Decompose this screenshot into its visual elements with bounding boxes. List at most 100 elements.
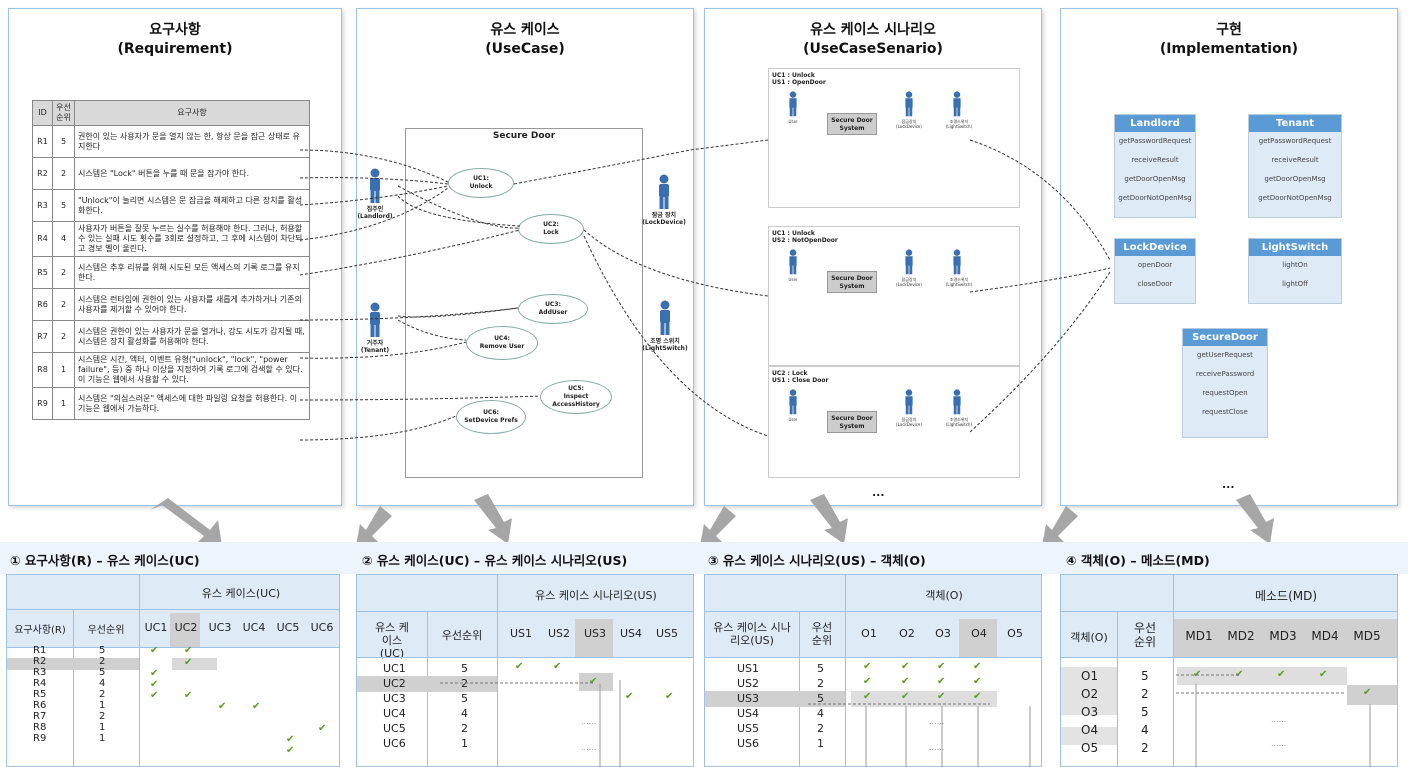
check-mark: ✔ — [1363, 687, 1372, 698]
usecase-uc3: UC3:AddUser — [518, 294, 588, 324]
check-mark: ✔ — [515, 661, 524, 672]
ellipsis: ...... — [1271, 715, 1287, 724]
lightswitch-icon — [951, 91, 963, 119]
check-mark: ✔ — [973, 691, 982, 702]
check-mark: ✔ — [553, 661, 562, 672]
check-mark: ✔ — [863, 691, 872, 702]
system-label: Secure Door — [492, 131, 556, 141]
user-icon — [787, 389, 799, 417]
lightswitch-icon — [951, 389, 963, 417]
user-icon — [787, 249, 799, 277]
usecase-uc4: UC4:Remove User — [466, 326, 538, 360]
matrix-uc-us: 유스 케이스 시나리오(US) 유스 케이스(UC) 우선순위 US1 US2 … — [356, 574, 694, 767]
usecase-title: 유스 케이스(UseCase) — [485, 22, 565, 57]
check-mark: ✔ — [937, 691, 946, 702]
check-mark: ✔ — [252, 701, 261, 712]
ellipsis: ...... — [1271, 739, 1287, 748]
check-mark: ✔ — [937, 676, 946, 687]
check-mark: ✔ — [1193, 669, 1202, 680]
check-mark: ✔ — [150, 645, 159, 656]
check-mark: ✔ — [1319, 669, 1328, 680]
bottom-title-4: ④ 객체(O) – 메소드(MD) — [1066, 553, 1210, 568]
check-mark: ✔ — [318, 723, 327, 734]
check-mark: ✔ — [973, 661, 982, 672]
check-mark: ✔ — [901, 691, 910, 702]
scenario-system: Secure Door System — [827, 113, 877, 135]
bottom-title-2: ② 유스 케이스(UC) – 유스 케이스 시나리오(US) — [362, 553, 628, 568]
lockdevice-icon — [903, 249, 915, 277]
requirement-title: 요구사항(Requirement) — [117, 22, 233, 57]
person-icon — [370, 302, 380, 337]
usecase-uc1: UC1:Unlock — [448, 168, 514, 198]
scenario-system: Secure Door System — [827, 411, 877, 433]
col-priority-header: 우선순위 — [52, 100, 75, 126]
check-mark: ✔ — [218, 701, 227, 712]
scenario-system: Secure Door System — [827, 271, 877, 293]
scenario-title: 유스 케이스 시나리오(UseCaseSenario) — [803, 22, 943, 57]
col-requirement-header: 요구사항 — [74, 100, 310, 126]
ellipsis: ...... — [929, 743, 945, 752]
matrix-us-o: 객체(O) 유스 케이스 시나리오(US) 우선순위 O1 O2 O3 O4 O… — [704, 574, 1042, 767]
person-icon — [370, 168, 380, 203]
ellipsis: ...... — [581, 717, 597, 726]
check-mark: ✔ — [184, 657, 193, 668]
scenario-more: ... — [872, 486, 885, 499]
check-mark: ✔ — [901, 676, 910, 687]
check-mark: ✔ — [150, 668, 159, 679]
lockdevice-icon — [903, 389, 915, 417]
bottom-title-1: ① 요구사항(R) – 유스 케이스(UC) — [10, 553, 200, 568]
check-mark: ✔ — [973, 676, 982, 687]
check-mark: ✔ — [286, 734, 295, 745]
lockdevice-icon — [903, 91, 915, 119]
implementation-more: ... — [1222, 478, 1235, 491]
actor-landlord: 집주인(Landlord) — [352, 168, 398, 220]
person-icon — [660, 300, 670, 335]
user-icon — [787, 91, 799, 119]
check-mark: ✔ — [589, 676, 598, 687]
check-mark: ✔ — [1235, 669, 1244, 680]
check-mark: ✔ — [863, 676, 872, 687]
actor-tenant: 거주자(Tenant) — [352, 302, 398, 354]
check-mark: ✔ — [150, 690, 159, 701]
ellipsis: ...... — [929, 717, 945, 726]
bottom-title-3: ③ 유스 케이스 시나리오(US) – 객체(O) — [708, 553, 926, 568]
check-mark: ✔ — [150, 679, 159, 690]
bottom-title-bar — [0, 542, 1408, 574]
actor-lightswitch: 조명 스위치(LightSwitch) — [636, 300, 694, 352]
check-mark: ✔ — [665, 691, 674, 702]
col-id-header: ID — [32, 100, 53, 126]
usecase-uc6: UC6:SetDevice Prefs — [456, 400, 526, 434]
check-mark: ✔ — [901, 661, 910, 672]
lightswitch-icon — [951, 249, 963, 277]
check-mark: ✔ — [863, 661, 872, 672]
check-mark: ✔ — [286, 745, 295, 756]
check-mark: ✔ — [1277, 669, 1286, 680]
check-mark: ✔ — [184, 690, 193, 701]
check-mark: ✔ — [625, 691, 634, 702]
matrix-req-uc: 유스 케이스(UC) 요구사항(R) 우선순위 UC1 UC2 UC3 UC4 … — [6, 574, 340, 767]
check-mark: ✔ — [937, 661, 946, 672]
